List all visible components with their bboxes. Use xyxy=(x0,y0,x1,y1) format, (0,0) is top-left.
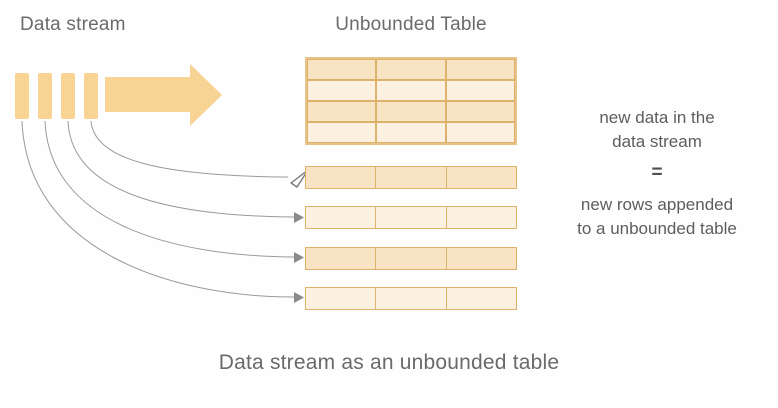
table-cell xyxy=(445,80,515,101)
connector-curve xyxy=(44,120,295,258)
stream-arrow-icon xyxy=(105,64,222,126)
table-cell xyxy=(376,59,446,80)
stream-segment-icon xyxy=(84,73,98,119)
table-cell xyxy=(307,101,377,122)
connector-curve xyxy=(67,120,295,218)
connector-curve xyxy=(21,120,295,298)
appended-row xyxy=(305,287,517,310)
stream-segment-icon xyxy=(61,73,75,119)
data-stream-label: Data stream xyxy=(20,14,126,35)
table-cell xyxy=(306,167,375,188)
equals-sign: = xyxy=(651,162,663,183)
table-cell xyxy=(445,288,516,309)
table-cell xyxy=(307,122,377,143)
unbounded-table-label: Unbounded Table xyxy=(335,14,487,35)
stream-segment-icon xyxy=(15,73,29,119)
table-cell xyxy=(445,122,515,143)
connector-arrowhead-icon xyxy=(294,212,304,223)
annotation-line: to a unbounded table xyxy=(577,219,737,238)
table-cell xyxy=(375,207,445,228)
annotation-line: new rows appended xyxy=(580,195,734,214)
table-cell xyxy=(306,248,375,269)
annotation-block: new data in the data stream = new rows a… xyxy=(543,106,771,241)
appended-row xyxy=(305,206,517,229)
table-cell xyxy=(306,207,375,228)
diagram-caption: Data stream as an unbounded table xyxy=(218,351,560,374)
table-cell xyxy=(307,80,377,101)
table-cell xyxy=(445,59,515,80)
table-cell xyxy=(445,207,516,228)
stream-segment-icon xyxy=(38,73,52,119)
table-cell xyxy=(445,101,515,122)
table-cell xyxy=(307,59,377,80)
table-cell xyxy=(375,167,445,188)
table-cell xyxy=(306,288,375,309)
table-cell xyxy=(375,248,445,269)
annotation-line: new data in the xyxy=(599,108,715,127)
connector-arrowhead-icon xyxy=(294,252,304,263)
pen-cursor-icon xyxy=(290,169,309,188)
table-cell xyxy=(376,80,446,101)
appended-row xyxy=(305,247,517,270)
annotation-line: data stream xyxy=(612,132,702,151)
appended-row xyxy=(305,166,517,189)
unbounded-table xyxy=(305,57,517,145)
table-cell xyxy=(445,248,516,269)
table-cell xyxy=(375,288,445,309)
connector-curve xyxy=(90,120,289,178)
connector-arrowhead-icon xyxy=(294,292,304,303)
table-cell xyxy=(376,101,446,122)
table-cell xyxy=(445,167,516,188)
table-cell xyxy=(376,122,446,143)
